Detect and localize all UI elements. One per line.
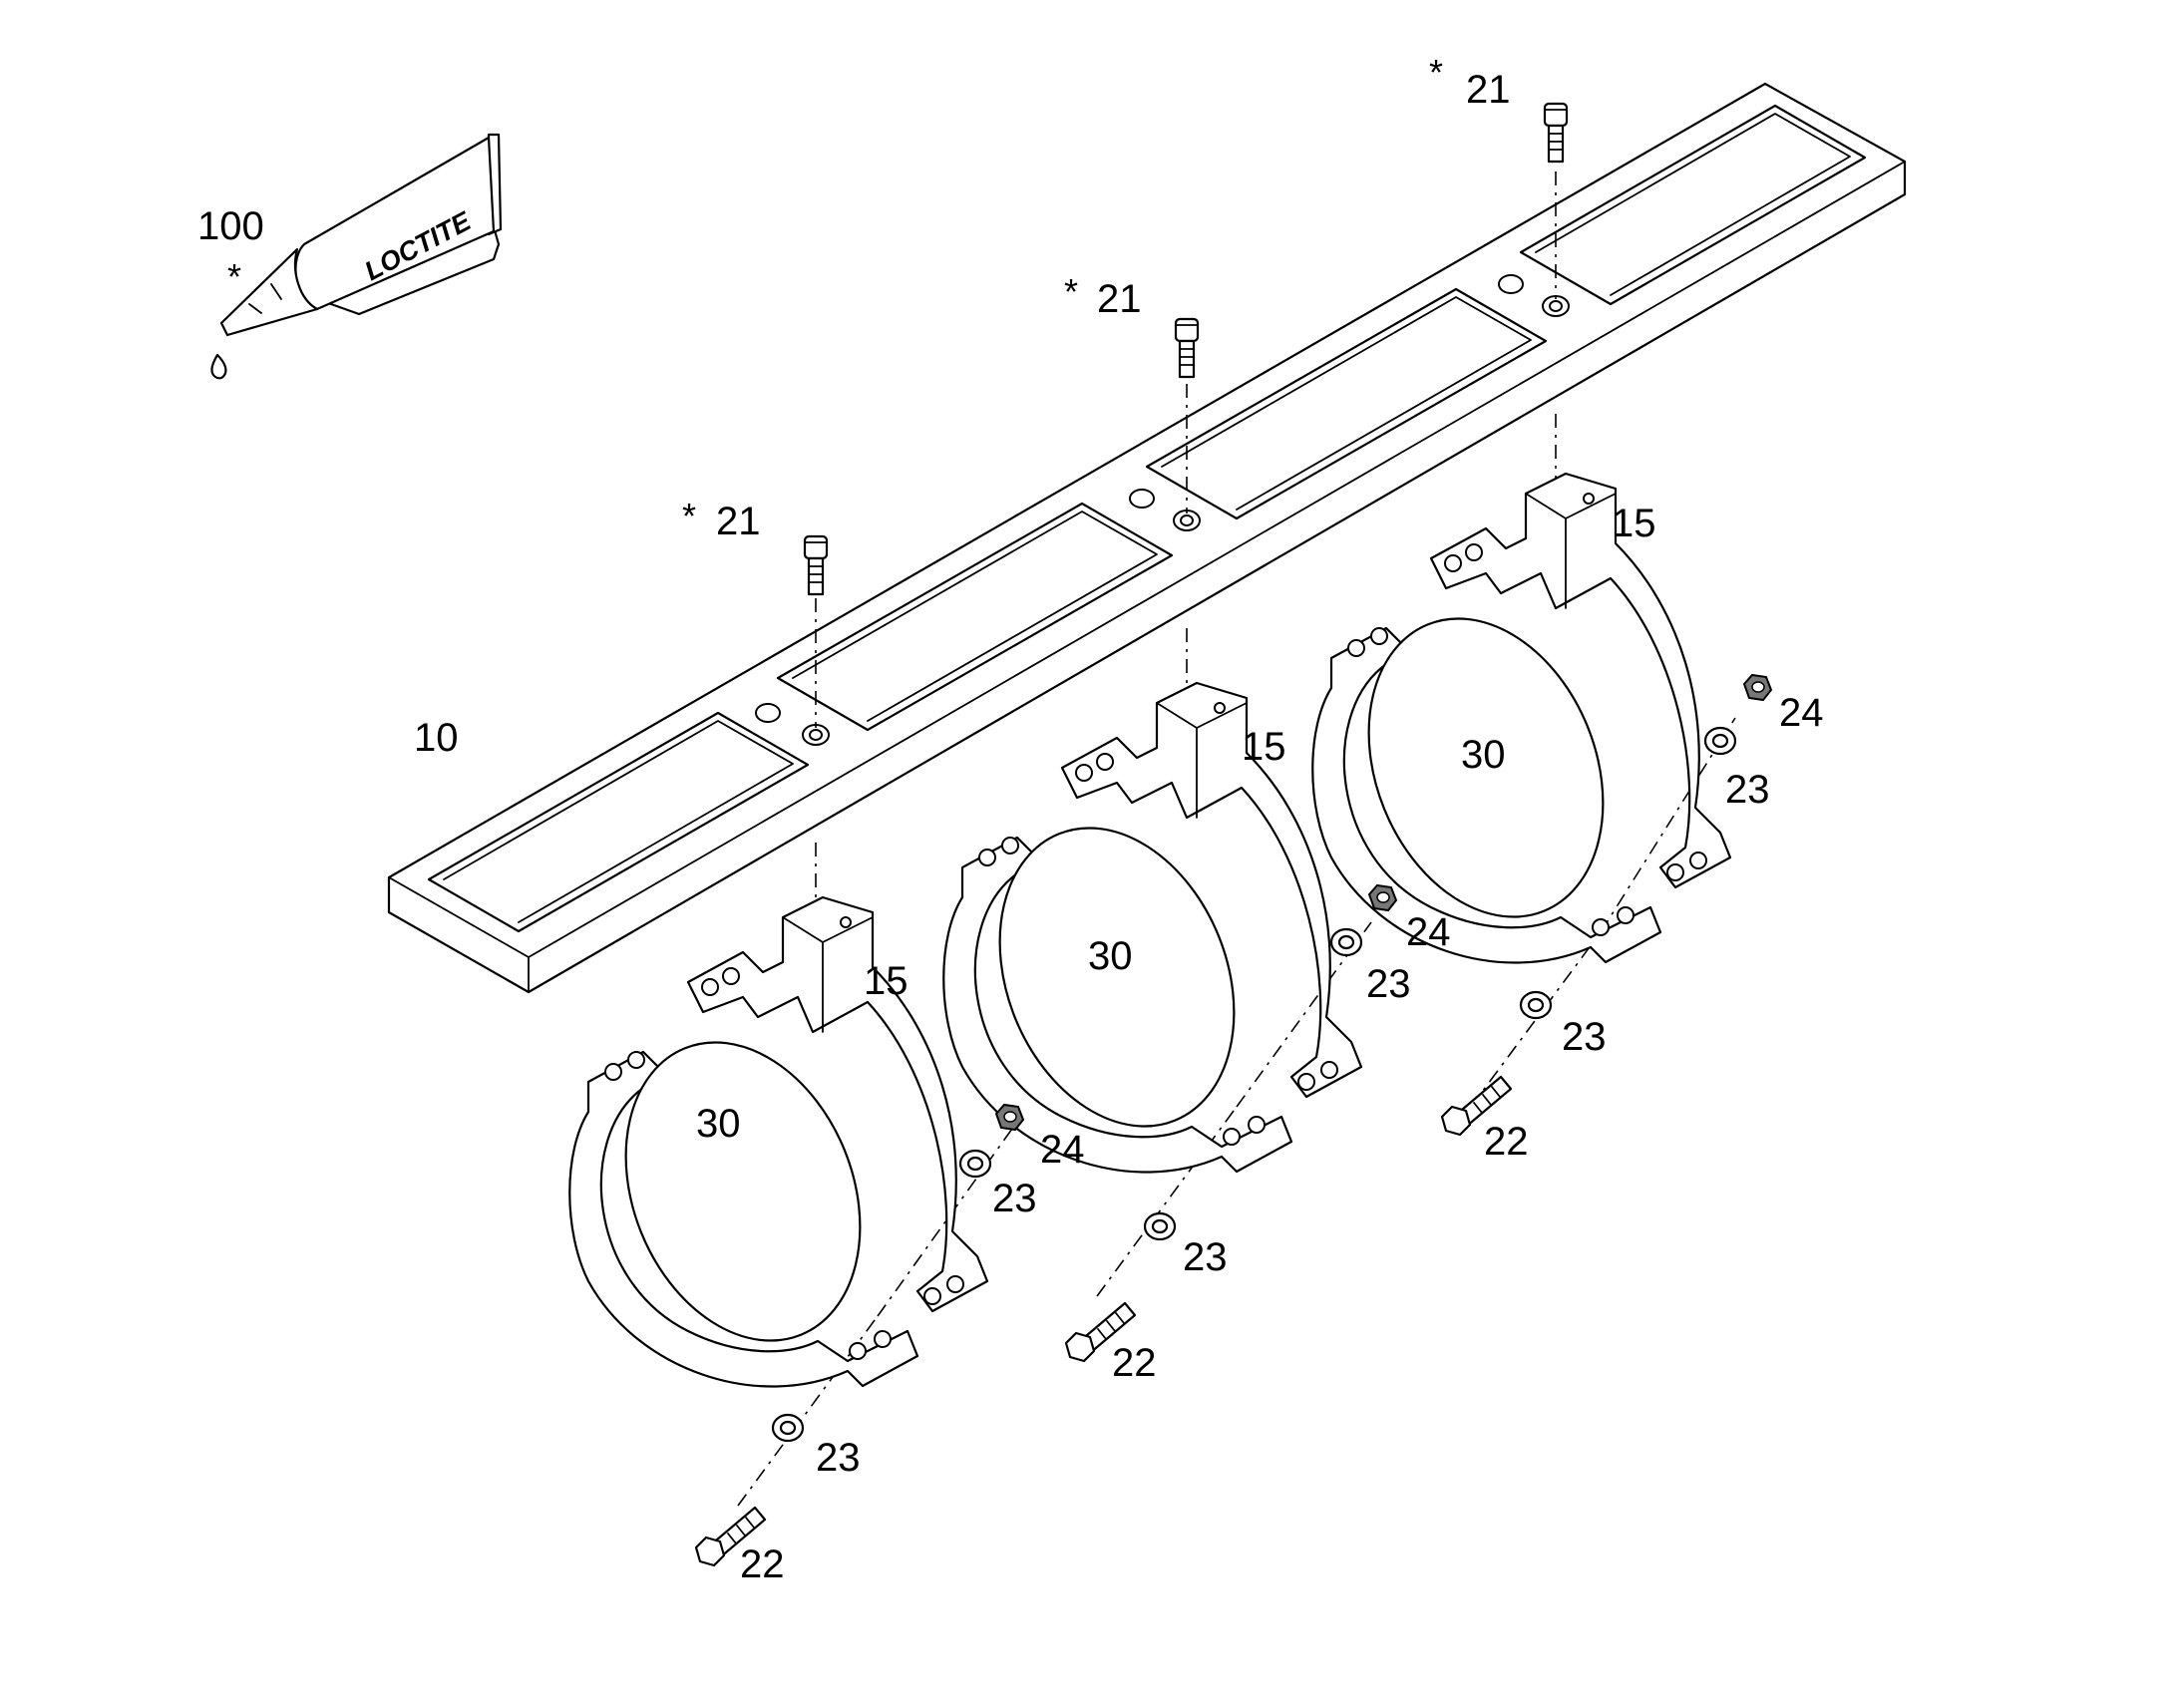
callout-15: 15: [864, 959, 908, 1003]
callout-30: 30: [1088, 934, 1133, 978]
hex-nut-24: [995, 1104, 1024, 1131]
asterisk-marker: *: [682, 496, 696, 536]
callout-10: 10: [414, 716, 459, 760]
pipe-clamp-assembly: [568, 895, 989, 1388]
asterisk-marker: *: [1429, 52, 1443, 93]
callout-100: 100: [197, 204, 264, 248]
mounting-rail: [387, 82, 1907, 994]
cap-screw-21: [1174, 317, 1200, 379]
callout-21: 21: [1097, 277, 1142, 321]
cap-screw-21: [803, 534, 829, 596]
callout-21: 21: [1466, 68, 1511, 112]
callout-labels: 100 * 10 * 21 * 21 * 21 15 15 15 30 30 3…: [197, 52, 1824, 1586]
callout-30: 30: [1461, 733, 1506, 777]
washer-23: [1519, 990, 1553, 1020]
washer-23: [1329, 927, 1363, 957]
hex-nut-24: [1368, 884, 1397, 911]
callout-23: 23: [1562, 1015, 1607, 1059]
asterisk-marker: *: [1064, 271, 1078, 312]
washer-23: [1143, 1211, 1177, 1241]
callout-22: 22: [1112, 1341, 1157, 1385]
callout-24: 24: [1040, 1128, 1085, 1172]
callout-22: 22: [740, 1542, 785, 1586]
callout-15: 15: [1612, 502, 1656, 545]
pipe-clamp-assembly: [942, 681, 1363, 1174]
cap-screw-21: [1543, 102, 1569, 164]
callout-24: 24: [1779, 691, 1824, 735]
callout-21: 21: [716, 500, 761, 543]
callout-22: 22: [1484, 1120, 1529, 1164]
callout-30: 30: [696, 1102, 741, 1146]
callout-23: 23: [1183, 1235, 1228, 1279]
loctite-tube: LOCTITE: [210, 133, 503, 380]
callout-24: 24: [1406, 910, 1451, 954]
callout-23: 23: [816, 1436, 861, 1480]
washer-23: [1703, 726, 1737, 756]
hex-nut-24: [1743, 674, 1772, 701]
callout-23: 23: [1366, 962, 1411, 1006]
asterisk-marker: *: [227, 256, 241, 297]
callout-23: 23: [1725, 768, 1770, 812]
washer-23: [958, 1149, 992, 1179]
callout-23: 23: [992, 1177, 1037, 1220]
washer-23: [771, 1413, 805, 1443]
callout-15: 15: [1242, 725, 1286, 769]
